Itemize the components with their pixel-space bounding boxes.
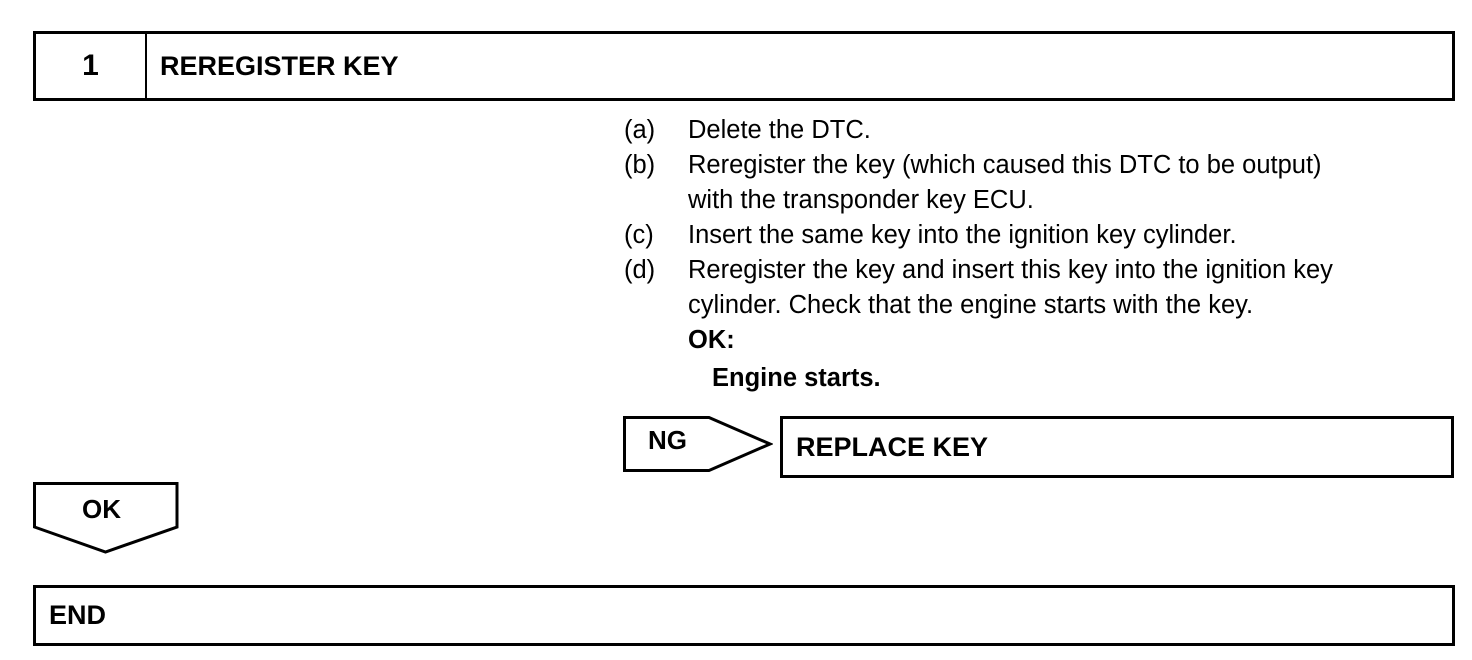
instruction-item-b: (b) Reregister the key (which caused thi… [624,148,1464,218]
replace-key-box: REPLACE KEY [780,416,1454,478]
step-number: 1 [36,34,147,98]
instruction-label: (b) [624,151,656,179]
instruction-list: (a) Delete the DTC. (b) Reregister the k… [624,113,1464,396]
step-header: 1 REREGISTER KEY [33,31,1455,101]
end-label: END [49,600,107,630]
instruction-label: (d) [624,256,656,284]
replace-key-text: REPLACE KEY [796,431,989,462]
end-box: END [33,585,1455,646]
ng-label: NG [648,425,687,455]
instruction-text: Reregister the key and insert this key i… [688,256,1333,319]
instruction-label: (a) [624,116,656,144]
step-title: REREGISTER KEY [160,50,399,81]
ok-label: OK [82,494,121,524]
instruction-label: (c) [624,221,654,249]
instruction-item-a: (a) Delete the DTC. [624,113,1464,148]
ok-arrow-down-icon [33,482,179,554]
instruction-item-d: (d) Reregister the key and insert this k… [624,253,1464,323]
instruction-text: Insert the same key into the ignition ke… [688,221,1237,249]
ok-result: Engine starts. [712,364,881,392]
instruction-text: Delete the DTC. [688,116,871,144]
ok-heading: OK: [688,326,735,354]
instruction-item-c: (c) Insert the same key into the ignitio… [624,218,1464,253]
ng-arrow-icon [623,416,773,472]
instruction-text: Reregister the key (which caused this DT… [688,151,1322,214]
